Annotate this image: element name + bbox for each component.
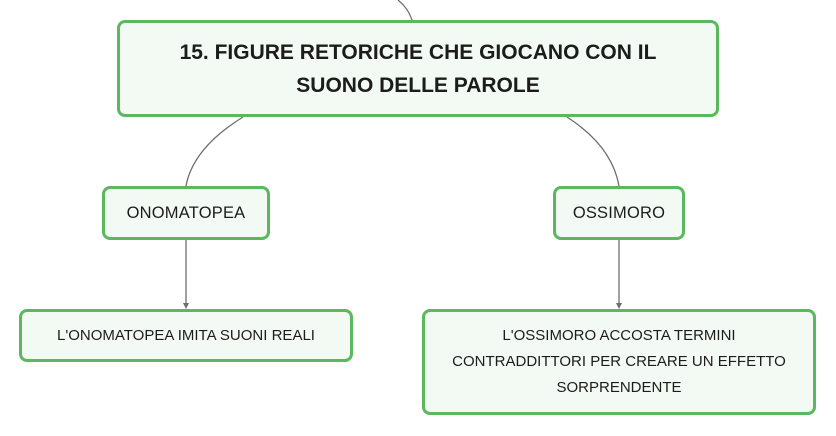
arrowhead-ossimoro-leaf xyxy=(616,303,622,309)
branch-node-label: ONOMATOPEA xyxy=(126,203,246,222)
arrowhead-onomatopea-leaf xyxy=(183,303,189,309)
root-node[interactable]: 15. FIGURE RETORICHE CHE GIOCANO CON IL … xyxy=(117,20,719,117)
root-node-label: 15. FIGURE RETORICHE CHE GIOCANO CON IL … xyxy=(179,40,657,97)
branch-node-label: OSSIMORO xyxy=(572,203,666,222)
leaf-node-onomatopea-description[interactable]: L'ONOMATOPEA IMITA SUONI REALI xyxy=(19,309,353,362)
connector-root-to-ossimoro xyxy=(566,116,620,187)
branch-node-ossimoro[interactable]: OSSIMORO xyxy=(553,186,685,240)
leaf-node-ossimoro-description[interactable]: L'OSSIMORO ACCOSTA TERMINI CONTRADDITTOR… xyxy=(422,309,816,415)
leaf-node-text: L'ONOMATOPEA IMITA SUONI REALI xyxy=(57,326,315,344)
branch-node-onomatopea[interactable]: ONOMATOPEA xyxy=(102,186,270,240)
connector-parent-to-root xyxy=(397,0,413,21)
connector-root-to-onomatopea xyxy=(185,116,244,187)
leaf-node-text: L'OSSIMORO ACCOSTA TERMINI CONTRADDITTOR… xyxy=(452,327,786,396)
